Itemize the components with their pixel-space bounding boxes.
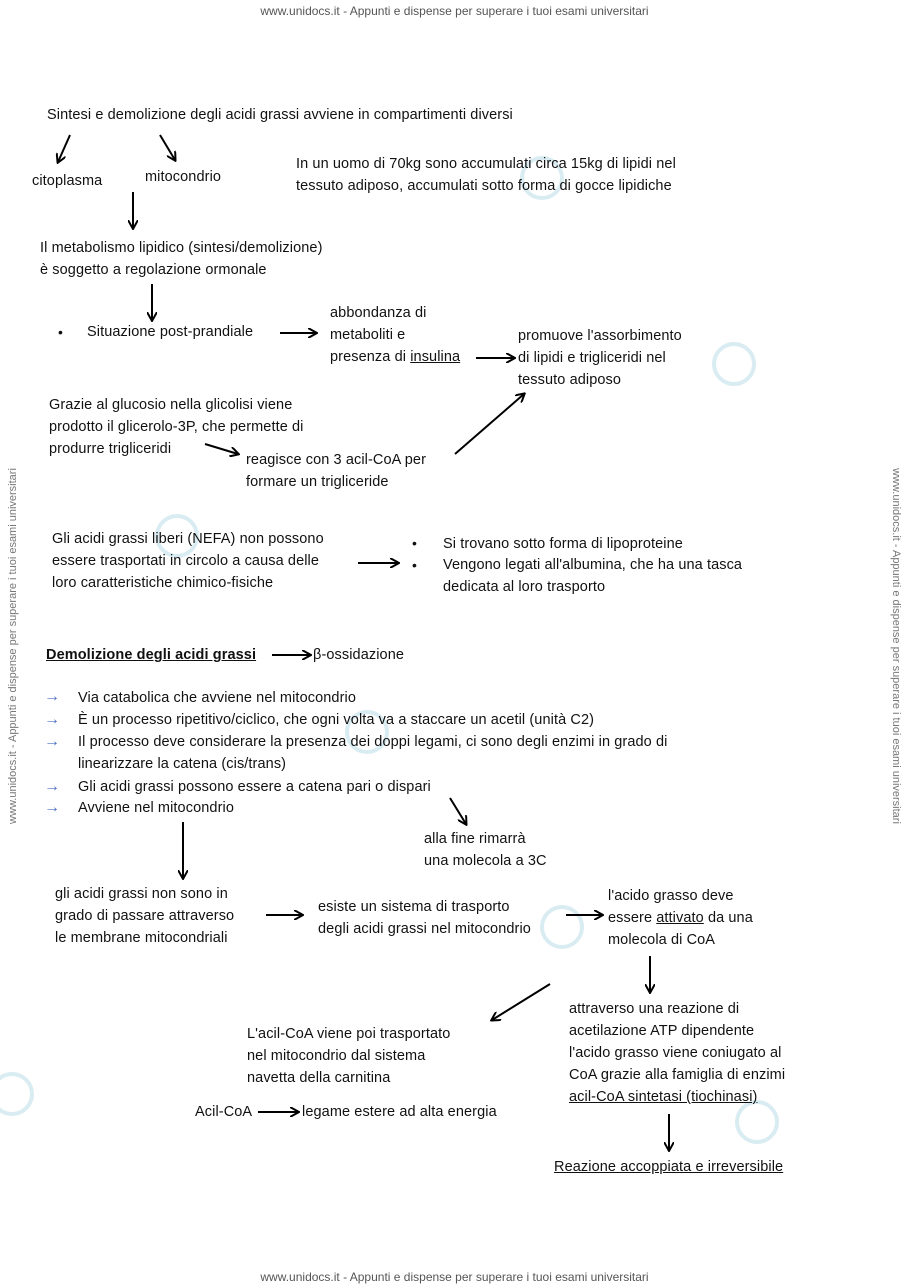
arrow bbox=[204, 443, 238, 454]
unidocs-logo-icon bbox=[735, 1100, 779, 1144]
intro-text: Sintesi e demolizione degli acidi grassi… bbox=[47, 107, 513, 123]
arrow-bullet-icon: → bbox=[44, 778, 60, 795]
post-prandiale-text: Situazione post-prandiale bbox=[87, 324, 254, 340]
legame-text: legame estere ad alta energia bbox=[302, 1104, 497, 1120]
arrow-bullet-icon: → bbox=[44, 711, 60, 728]
point-1: Via catabolica che avviene nel mitocondr… bbox=[78, 690, 356, 706]
glucosio-text: Grazie al glucosio nella glicolisi viene… bbox=[49, 397, 304, 457]
abbondanza-text: abbondanza di metaboliti e presenza di i… bbox=[330, 302, 460, 368]
mitocondrio-label: mitocondrio bbox=[145, 169, 222, 185]
metabolismo-text: Il metabolismo lipidico (sintesi/demoliz… bbox=[40, 240, 323, 278]
insulina-underlined: insulina bbox=[410, 349, 461, 365]
arrow-bullet-icon: → bbox=[44, 799, 60, 816]
reagisce-text: reagisce con 3 acil-CoA per formare un t… bbox=[246, 452, 427, 490]
point-2: È un processo ripetitivo/ciclico, che og… bbox=[78, 712, 595, 728]
arrow bbox=[449, 797, 466, 824]
arrow-bullet-icon: → bbox=[44, 688, 60, 705]
attivato-pre: l'acido grasso deve essere bbox=[608, 888, 734, 926]
reazione-text: attraverso una reazione di acetilazione … bbox=[569, 998, 785, 1108]
watermark-bottom: www.unidocs.it - Appunti e dispense per … bbox=[260, 1270, 649, 1284]
lipoproteine-text: Si trovano sotto forma di lipoproteine bbox=[443, 536, 683, 552]
bullet-dot: • bbox=[412, 535, 417, 551]
acilcoa-label: Acil-CoA bbox=[195, 1104, 253, 1120]
uomo-text: In un uomo di 70kg sono accumulati circa… bbox=[296, 156, 676, 194]
attivato-text: l'acido grasso deve essere attivato da u… bbox=[608, 885, 753, 951]
unidocs-logo-icon bbox=[520, 156, 564, 200]
point-4: Gli acidi grassi possono essere a catena… bbox=[78, 779, 431, 795]
attivato-post: da una molecola di CoA bbox=[608, 910, 753, 948]
unidocs-logo-icon bbox=[0, 1072, 34, 1116]
acilcoa-trasporto-text: L'acil-CoA viene poi trasportato nel mit… bbox=[247, 1026, 451, 1086]
point-3: Il processo deve considerare la presenza… bbox=[78, 734, 668, 772]
unidocs-logo-icon bbox=[712, 342, 756, 386]
arrow bbox=[492, 983, 551, 1020]
molecola-3c-text: alla fine rimarrà una molecola a 3C bbox=[424, 831, 547, 869]
sistema-text: esiste un sistema di trasporto degli aci… bbox=[318, 899, 531, 937]
promuove-text: promuove l'assorbimento di lipidi e trig… bbox=[518, 328, 682, 388]
citoplasma-label: citoplasma bbox=[32, 173, 103, 189]
sintetasi-underlined: acil-CoA sintetasi (tiochinasi) bbox=[569, 1089, 758, 1105]
beta-ossidazione: β-ossidazione bbox=[313, 647, 405, 663]
reazione-part: attraverso una reazione di acetilazione … bbox=[569, 1001, 786, 1083]
nefa-text: Gli acidi grassi liberi (NEFA) non posso… bbox=[52, 531, 324, 591]
bullet-dot: • bbox=[58, 324, 63, 340]
unidocs-logo-icon bbox=[540, 905, 584, 949]
point-5: Avviene nel mitocondrio bbox=[78, 800, 234, 816]
arrow bbox=[454, 394, 524, 455]
unidocs-logo-icon bbox=[155, 514, 199, 558]
membrane-text: gli acidi grassi non sono in grado di pa… bbox=[55, 886, 235, 946]
unidocs-logo-icon bbox=[345, 710, 389, 754]
bullet-dot: • bbox=[412, 557, 417, 573]
arrow-bullet-icon: → bbox=[44, 733, 60, 750]
albumina-text: Vengono legati all'albumina, che ha una … bbox=[443, 557, 743, 595]
abbondanza-part: abbondanza di metaboliti e presenza di bbox=[330, 305, 427, 365]
arrow bbox=[159, 134, 175, 160]
watermark-top: www.unidocs.it - Appunti e dispense per … bbox=[260, 4, 649, 18]
arrow bbox=[58, 134, 71, 162]
demolizione-title: Demolizione degli acidi grassi bbox=[46, 647, 257, 663]
accoppiata-text: Reazione accoppiata e irreversibile bbox=[554, 1159, 784, 1175]
attivato-underlined: attivato bbox=[656, 910, 704, 926]
